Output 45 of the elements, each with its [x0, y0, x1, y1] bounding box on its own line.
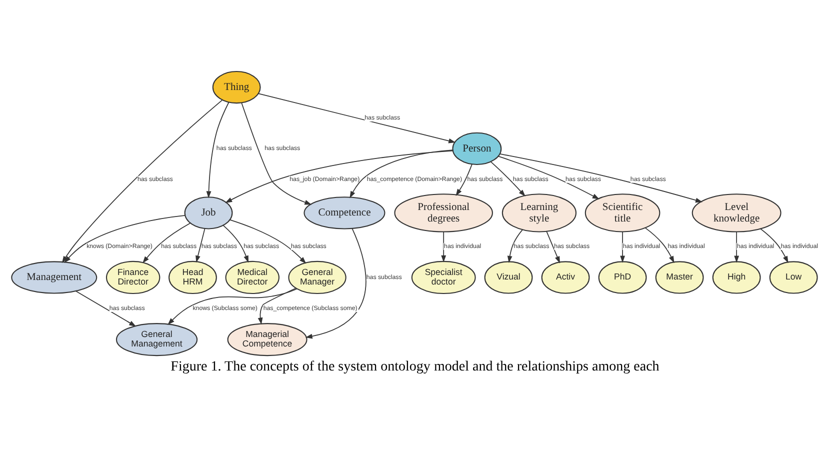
node-ellipse: Learning style: [502, 194, 577, 232]
node-ellipse: Master: [655, 261, 704, 294]
node-ellipse: PhD: [598, 261, 647, 294]
arrow: [305, 228, 366, 339]
node-ellipse: Management: [11, 261, 98, 294]
arrow: [734, 231, 740, 263]
node-ellipse: Thing: [212, 70, 261, 104]
arrow: [507, 229, 524, 263]
arrow: [441, 231, 446, 262]
arrow: [258, 288, 296, 325]
node-ellipse: Managerial Competence: [227, 323, 308, 356]
caption: Figure 1. The concepts of the system ontology model and the relationships among each: [170, 358, 660, 374]
arrow: [75, 290, 136, 327]
arrow: [456, 164, 472, 196]
arrow: [196, 228, 206, 263]
arrow: [229, 219, 306, 264]
arrow: [225, 150, 453, 203]
node-ellipse: Level knowledge: [692, 194, 782, 232]
node-ellipse: Vizual: [484, 261, 533, 294]
arrow: [500, 153, 703, 203]
node-ellipse: Activ: [541, 261, 590, 294]
node-ellipse: General Management: [116, 323, 198, 356]
arrow: [546, 230, 560, 264]
node-ellipse: Specialist doctor: [411, 260, 476, 294]
arrow: [350, 150, 453, 198]
arrow: [620, 231, 625, 263]
node-ellipse: Person: [452, 132, 502, 166]
arrow: [498, 156, 600, 200]
node-ellipse: Low: [769, 261, 818, 294]
arrow: [142, 222, 191, 264]
node-ellipse: Medical Director: [225, 260, 280, 294]
arrow: [644, 227, 674, 264]
arrow: [168, 288, 298, 325]
arrow: [241, 102, 312, 205]
arrow: [206, 102, 230, 198]
node-ellipse: Professional degrees: [394, 194, 493, 232]
node-ellipse: Finance Director: [106, 260, 160, 294]
node-ellipse: General Manager: [288, 260, 346, 294]
arrow: [64, 215, 186, 263]
node-ellipse: High: [712, 261, 761, 294]
arrow: [222, 224, 249, 263]
arrow: [760, 228, 788, 264]
arrow: [258, 93, 456, 144]
node-ellipse: Head HRM: [168, 260, 217, 294]
arrow: [490, 161, 526, 197]
